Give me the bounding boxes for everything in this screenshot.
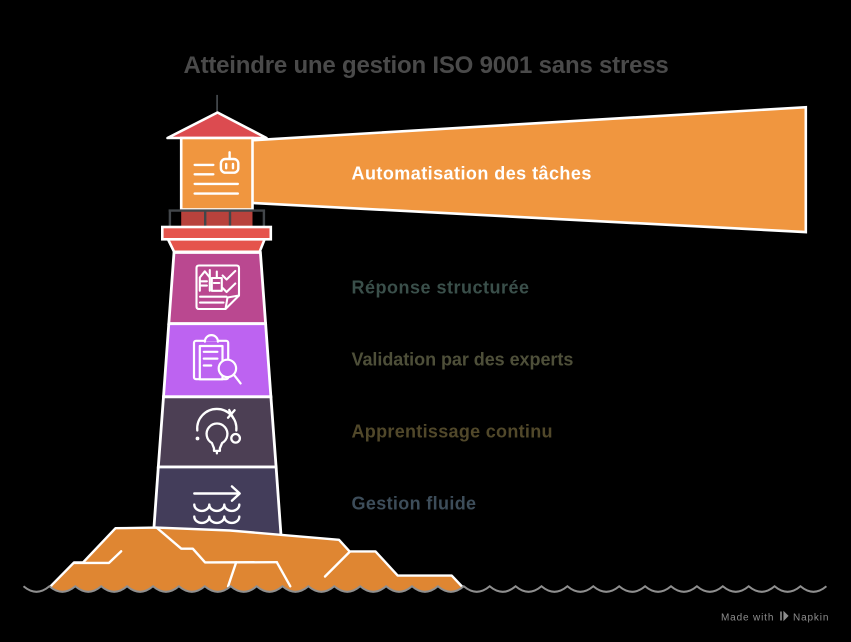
- svg-text:Gestion fluide: Gestion fluide: [352, 493, 477, 513]
- svg-text:Validation par des experts: Validation par des experts: [352, 349, 574, 369]
- svg-text:Atteindre une gestion ISO 9001: Atteindre une gestion ISO 9001 sans stre…: [183, 52, 668, 79]
- svg-text:Apprentissage continu: Apprentissage continu: [352, 421, 553, 441]
- svg-text:Napkin: Napkin: [793, 612, 829, 623]
- svg-text:Made with: Made with: [721, 612, 774, 623]
- svg-text:Réponse structurée: Réponse structurée: [352, 277, 530, 297]
- svg-text:Automatisation des tâches: Automatisation des tâches: [352, 164, 592, 184]
